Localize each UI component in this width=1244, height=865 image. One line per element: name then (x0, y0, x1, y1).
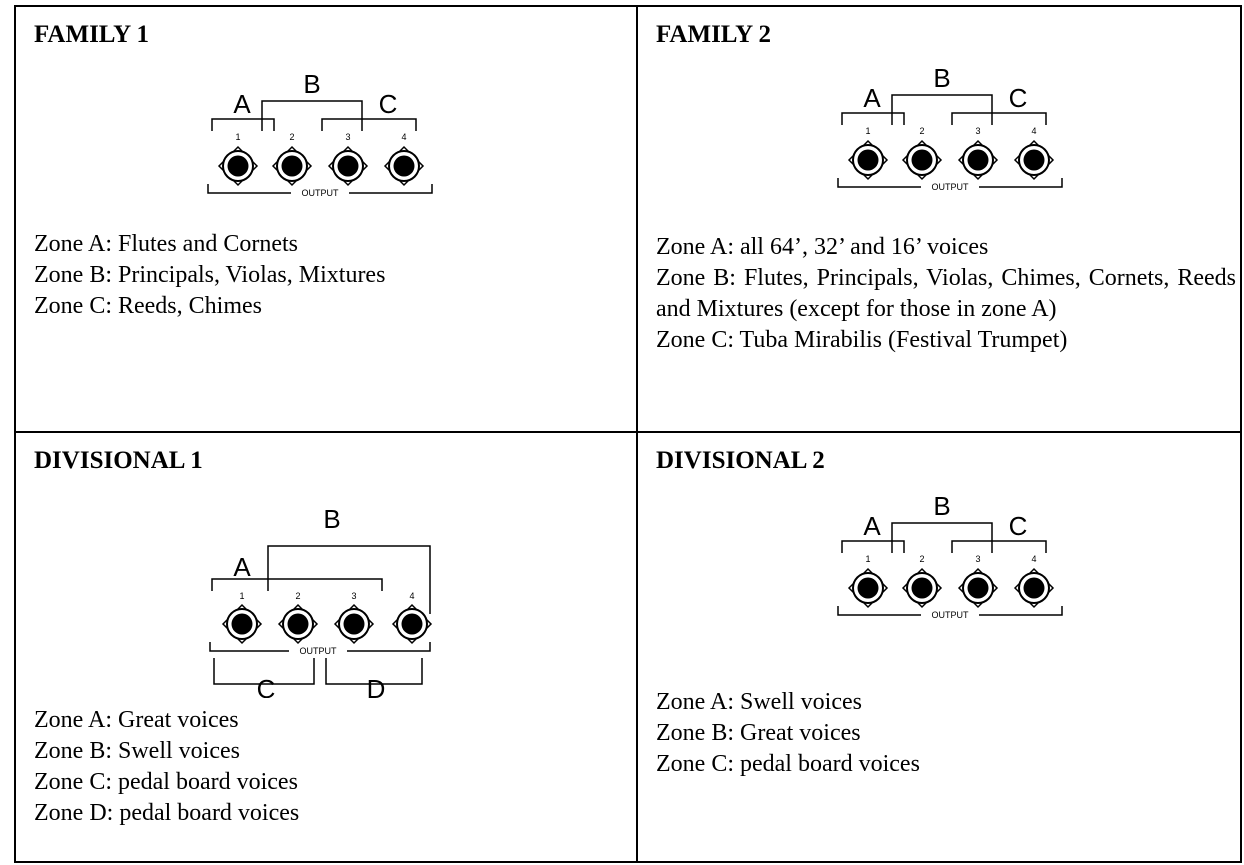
family-2-heading: FAMILY 2 (656, 21, 772, 48)
zone-b-label: B (933, 491, 950, 521)
family-2-output-diagram: A B C 1 2 3 4 OUTPUT (837, 63, 1063, 192)
zone-d-label: D (367, 674, 386, 698)
jack-2 (901, 567, 943, 609)
jack-4 (1013, 567, 1055, 609)
zone-table: FAMILY 1 A B C 1 2 3 4 OUTPUT Zone A: Fl… (14, 5, 1242, 863)
jack-1 (217, 145, 259, 187)
jack-2 (901, 139, 943, 181)
jack-number: 3 (975, 554, 980, 564)
zone-a-label: A (863, 83, 881, 113)
jack-number: 4 (1031, 554, 1036, 564)
zone-description: Zone A: all 64’, 32’ and 16’ voices (656, 234, 989, 260)
zone-description: Zone C: pedal board voices (656, 751, 920, 777)
divisional-2-heading: DIVISIONAL 2 (656, 447, 825, 474)
zone-c-label: C (1009, 511, 1028, 541)
zone-description: Zone C: Tuba Mirabilis (Festival Trumpet… (656, 327, 1068, 353)
jack-number: 1 (235, 132, 240, 142)
divisional-1-zone-list: Zone A: Great voices Zone B: Swell voice… (34, 705, 299, 829)
jack-3 (327, 145, 369, 187)
jack-3 (957, 567, 999, 609)
divisional-1-heading: DIVISIONAL 1 (34, 447, 203, 474)
jack-number: 3 (345, 132, 350, 142)
divisional-1-output-diagram: A B 1 2 3 4 OUTPUT C D (209, 504, 433, 698)
family-1-cell: FAMILY 1 A B C 1 2 3 4 OUTPUT Zone A: Fl… (16, 7, 636, 431)
family-1-heading: FAMILY 1 (34, 21, 150, 48)
jack-3 (333, 603, 375, 645)
family-2-cell: FAMILY 2 A B C 1 2 3 4 OUTPUT Zone A: al… (638, 7, 1242, 431)
zone-description: Zone B: Great voices (656, 720, 861, 746)
zone-description: Zone C: pedal board voices (34, 769, 298, 795)
jack-number: 1 (865, 554, 870, 564)
jack-4 (391, 603, 433, 645)
zone-description: Zone A: Swell voices (656, 689, 862, 715)
output-label: OUTPUT (932, 610, 970, 620)
zone-c-label: C (379, 89, 398, 119)
jack-2 (271, 145, 313, 187)
jack-number: 2 (289, 132, 294, 142)
jack-number: 3 (351, 591, 356, 601)
zone-c-label: C (1009, 83, 1028, 113)
divisional-2-output-diagram: A B C 1 2 3 4 OUTPUT (837, 491, 1063, 620)
zone-a-label: A (863, 511, 881, 541)
zone-description: Zone B: Principals, Violas, Mixtures (34, 262, 386, 288)
zone-a-label: A (233, 89, 251, 119)
jack-number: 3 (975, 126, 980, 136)
zone-description: Zone A: Great voices (34, 707, 239, 733)
jack-4 (1013, 139, 1055, 181)
divisional-2-cell: DIVISIONAL 2 A B C 1 2 3 4 OUTPUT Zone A… (638, 433, 1242, 861)
jack-2 (277, 603, 319, 645)
zone-b-label: B (933, 63, 950, 93)
jack-number: 1 (865, 126, 870, 136)
row-divider (16, 431, 1240, 433)
jack-1 (221, 603, 263, 645)
jack-1 (847, 139, 889, 181)
jack-number: 4 (1031, 126, 1036, 136)
family-1-output-diagram: A B C 1 2 3 4 OUTPUT (207, 69, 433, 198)
output-label: OUTPUT (302, 188, 340, 198)
column-divider (636, 7, 638, 861)
jack-number: 2 (919, 126, 924, 136)
divisional-2-zone-list: Zone A: Swell voices Zone B: Great voice… (656, 687, 920, 780)
zone-a-label: A (233, 552, 251, 582)
output-label: OUTPUT (300, 646, 338, 656)
zone-description: Zone D: pedal board voices (34, 800, 300, 826)
zone-description: Zone B: Swell voices (34, 738, 240, 764)
jack-number: 2 (919, 554, 924, 564)
zone-b-label: B (323, 504, 340, 534)
zone-description: Zone C: Reeds, Chimes (34, 293, 262, 319)
jack-number: 4 (401, 132, 406, 142)
jack-number: 1 (239, 591, 244, 601)
zone-description: Zone B: Flutes, Principals, Violas, Chim… (656, 265, 1236, 322)
jack-3 (957, 139, 999, 181)
divisional-1-cell: DIVISIONAL 1 A B 1 2 3 4 OUTPUT C D Zo (16, 433, 636, 861)
jack-number: 4 (409, 591, 414, 601)
family-1-zone-list: Zone A: Flutes and Cornets Zone B: Princ… (34, 229, 385, 322)
zone-description: Zone A: Flutes and Cornets (34, 231, 298, 257)
jack-number: 2 (295, 591, 300, 601)
zone-c-label: C (257, 674, 276, 698)
family-2-zone-list: Zone A: all 64’, 32’ and 16’ voices Zone… (656, 232, 1236, 356)
zone-b-label: B (303, 69, 320, 99)
jack-4 (383, 145, 425, 187)
jack-1 (847, 567, 889, 609)
output-label: OUTPUT (932, 182, 970, 192)
